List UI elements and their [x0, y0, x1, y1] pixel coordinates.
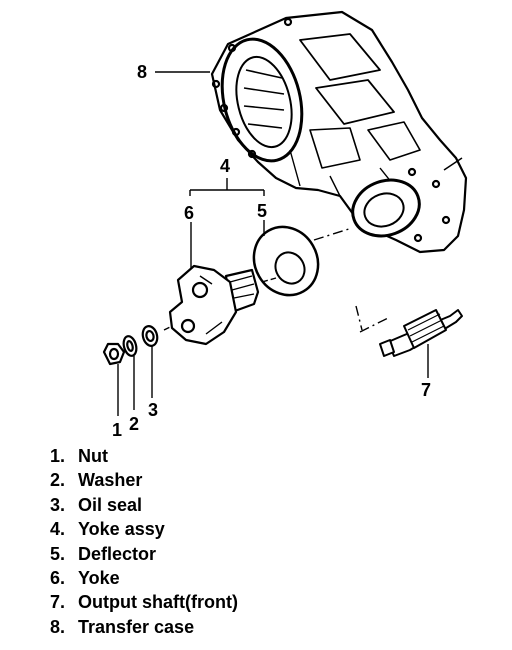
- callout-5: 5: [257, 201, 267, 221]
- transfer-case-drawing: [210, 10, 468, 254]
- parts-legend: 1.Nut 2.Washer 3.Oil seal 4.Yoke assy 5.…: [50, 444, 238, 639]
- callout-3: 3: [148, 400, 158, 420]
- legend-item: 6.Yoke: [50, 568, 120, 589]
- leader-lines: [117, 71, 429, 416]
- callout-6: 6: [184, 203, 194, 223]
- oil-seal-drawing: [141, 325, 159, 347]
- legend-item: 8.Transfer case: [50, 616, 195, 637]
- legend-item: 2.Washer: [50, 470, 143, 491]
- legend-item: 4.Yoke assy: [50, 519, 165, 540]
- callout-1: 1: [112, 420, 122, 440]
- legend-item: 3.Oil seal: [50, 494, 143, 515]
- callout-7: 7: [421, 380, 431, 400]
- legend-item: 5.Deflector: [50, 543, 157, 564]
- deflector-drawing: [252, 225, 320, 297]
- callout-8: 8: [137, 62, 147, 82]
- legend-item: 7.Output shaft(front): [50, 592, 238, 613]
- washer-drawing: [122, 335, 138, 357]
- callout-2: 2: [129, 414, 139, 434]
- legend-item: 1.Nut: [50, 446, 108, 466]
- output-shaft-drawing: [379, 309, 463, 357]
- nut-drawing: [102, 342, 126, 366]
- yoke-drawing: [168, 264, 260, 346]
- exploded-view-diagram: 8 4 6 5 1 2 3 7: [102, 10, 468, 440]
- callout-4: 4: [220, 156, 230, 176]
